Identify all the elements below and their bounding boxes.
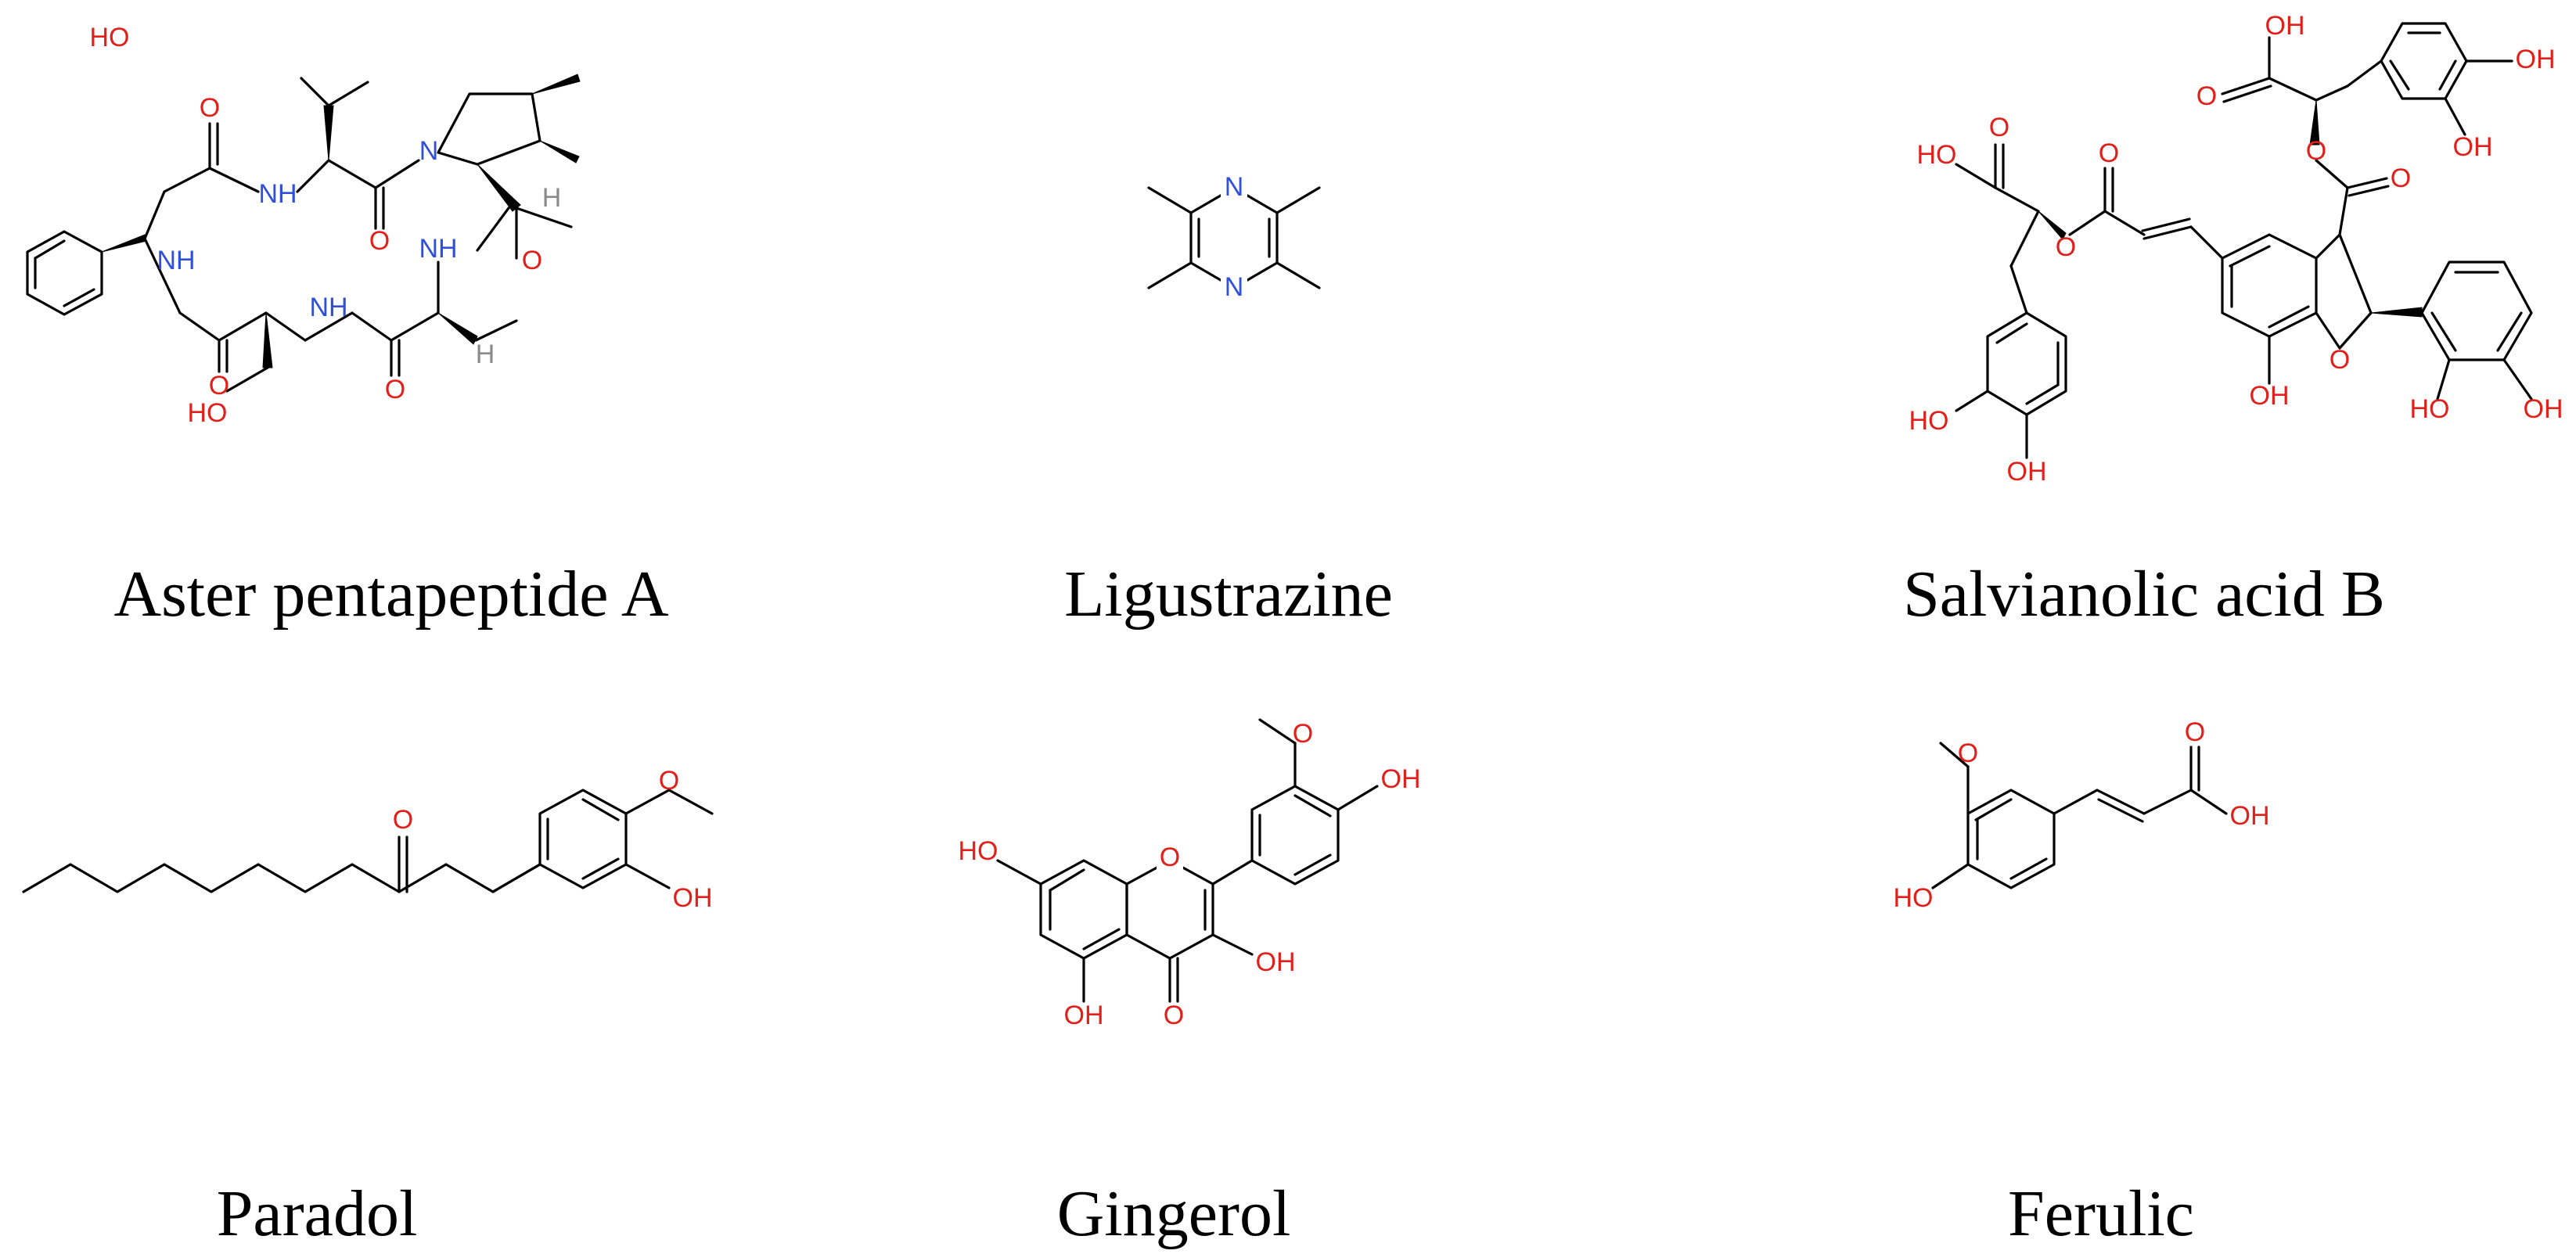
structure-gingerol: O HO OH O OH O OH — [959, 718, 1421, 1030]
structure-ligustrazine: N N — [1147, 172, 1321, 302]
atom-label: HO — [959, 836, 998, 866]
compound-ferulic: O HO O OH Ferulic — [1722, 626, 2576, 1254]
atom-label: O — [393, 805, 413, 835]
atom-label: OH — [2250, 381, 2290, 411]
compound-gingerol: O HO OH O OH O OH Gingerol — [845, 626, 1628, 1254]
atom-label: OH — [1381, 764, 1421, 794]
structure-ferulic: O HO O OH — [1894, 717, 2270, 913]
atom-label: HO — [1917, 140, 1957, 170]
compound-name: Ferulic — [2008, 1177, 2194, 1250]
atom-label: O — [1160, 843, 1180, 872]
atom-label: O — [1958, 738, 1978, 768]
structure-paradol: O O OH — [22, 766, 714, 913]
atom-label: O — [385, 375, 405, 404]
atom-label: O — [1293, 719, 1313, 749]
atom-label: O — [2099, 138, 2119, 168]
compound-name: Paradol — [216, 1177, 418, 1250]
atom-label: N — [1225, 172, 1244, 202]
atom-label: O — [2391, 163, 2411, 193]
atom-label: O — [1164, 1001, 1184, 1030]
atom-label: NH — [309, 293, 347, 322]
compound-name: Salvianolic acid B — [1903, 558, 2385, 631]
atom-label: N — [419, 136, 439, 166]
atom-label: O — [369, 226, 390, 256]
atom-label: O — [522, 246, 542, 275]
compound-paradol: O O OH Paradol — [0, 626, 783, 1254]
atom-label: OH — [673, 883, 713, 913]
atom-label: O — [1989, 113, 2009, 142]
compound-ligustrazine: N N Ligustrazine — [845, 0, 1628, 627]
atom-label: H — [542, 183, 562, 213]
compound-name: Gingerol — [1056, 1177, 1291, 1250]
atom-label: HO — [1909, 406, 1949, 436]
atom-label: O — [659, 766, 679, 796]
atom-label: NH — [157, 246, 195, 275]
atom-label: O — [209, 371, 229, 401]
atom-label: O — [2056, 232, 2076, 262]
atom-label: H — [476, 340, 495, 369]
atom-label: O — [200, 93, 220, 123]
compound-salvianolic-acid-b: OH OH OH O O O O OH HO OH O O O HO HO OH… — [1722, 0, 2576, 631]
atom-label: O — [2330, 345, 2350, 375]
atom-label: OH — [2516, 45, 2556, 74]
atom-label: NH — [419, 234, 457, 264]
atom-label: OH — [2265, 11, 2305, 41]
atom-label: HO — [2410, 394, 2450, 424]
atom-label: OH — [2230, 801, 2270, 831]
atom-label: O — [2196, 81, 2217, 111]
atom-label: OH — [2007, 457, 2047, 487]
atom-label: OH — [2453, 132, 2493, 162]
atom-label: O — [2185, 717, 2205, 747]
atom-label: HO — [188, 398, 228, 428]
atom-label: OH — [1256, 947, 1296, 977]
structure-aster-pentapeptide-a: HO O NH O N H NH O NH NH O O HO H — [26, 23, 581, 428]
atom-label: O — [2306, 136, 2326, 166]
atom-label: OH — [2524, 394, 2563, 424]
atom-label: N — [1225, 272, 1244, 302]
atom-label: HO — [90, 23, 130, 52]
compound-aster-pentapeptide-a: HO O NH O N H NH O NH NH O O HO H Aster … — [0, 0, 783, 631]
compound-name: Ligustrazine — [1064, 558, 1393, 631]
atom-label: HO — [1894, 883, 1934, 913]
atom-label: NH — [258, 179, 297, 209]
compound-name: Aster pentapeptide A — [113, 558, 669, 631]
atom-label: OH — [1064, 1001, 1104, 1030]
structure-salvianolic-acid-b: OH OH OH O O O O OH HO OH O O O HO HO OH — [1909, 11, 2563, 487]
